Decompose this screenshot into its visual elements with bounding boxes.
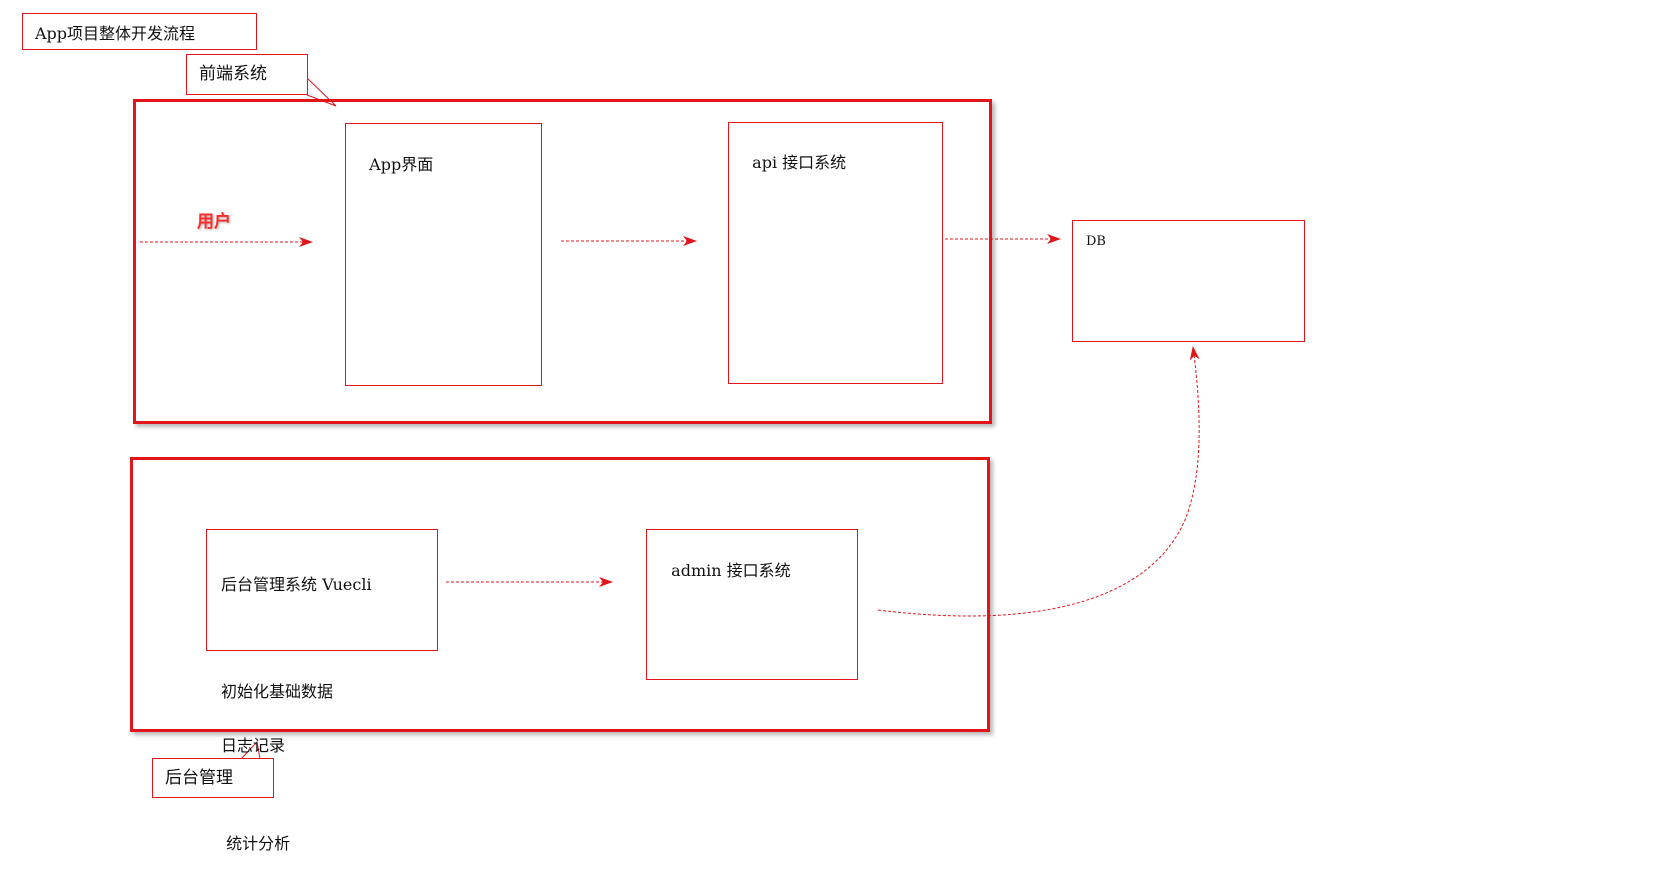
admin-ui-title: 后台管理系统 Vuecli — [221, 575, 372, 594]
admin-ui-feature-statistics: 统计分析 — [221, 834, 291, 853]
admin-api-label: admin 接口系统 — [671, 561, 791, 580]
backend-system-group — [130, 457, 990, 732]
user-label: 用户 — [197, 212, 231, 232]
api-system-box: api 接口系统 — [728, 122, 943, 384]
callout-tail-backend — [240, 740, 261, 760]
db-box: DB — [1072, 220, 1305, 342]
page-title-text: App项目整体开发流程 — [35, 24, 196, 43]
arrow-admin-api-to-db — [877, 346, 1200, 617]
backend-callout: 后台管理 — [152, 758, 274, 798]
db-label: DB — [1086, 234, 1106, 249]
frontend-callout: 前端系统 — [186, 54, 308, 95]
admin-ui-box: 后台管理系统 Vuecli 初始化基础数据 日志记录 统计分析 — [206, 529, 438, 853]
admin-api-box: admin 接口系统 — [646, 529, 858, 680]
frontend-callout-text: 前端系统 — [199, 64, 267, 84]
backend-callout-text: 后台管理 — [165, 768, 233, 788]
frontend-system-group — [133, 99, 992, 424]
app-ui-box: App界面 — [345, 123, 542, 386]
page-title: App项目整体开发流程 — [22, 13, 257, 50]
app-ui-label: App界面 — [369, 155, 434, 174]
admin-ui-feature-logging: 日志记录 — [221, 736, 286, 755]
admin-ui-feature-init-data: 初始化基础数据 — [221, 682, 334, 701]
api-system-label: api 接口系统 — [752, 153, 847, 172]
